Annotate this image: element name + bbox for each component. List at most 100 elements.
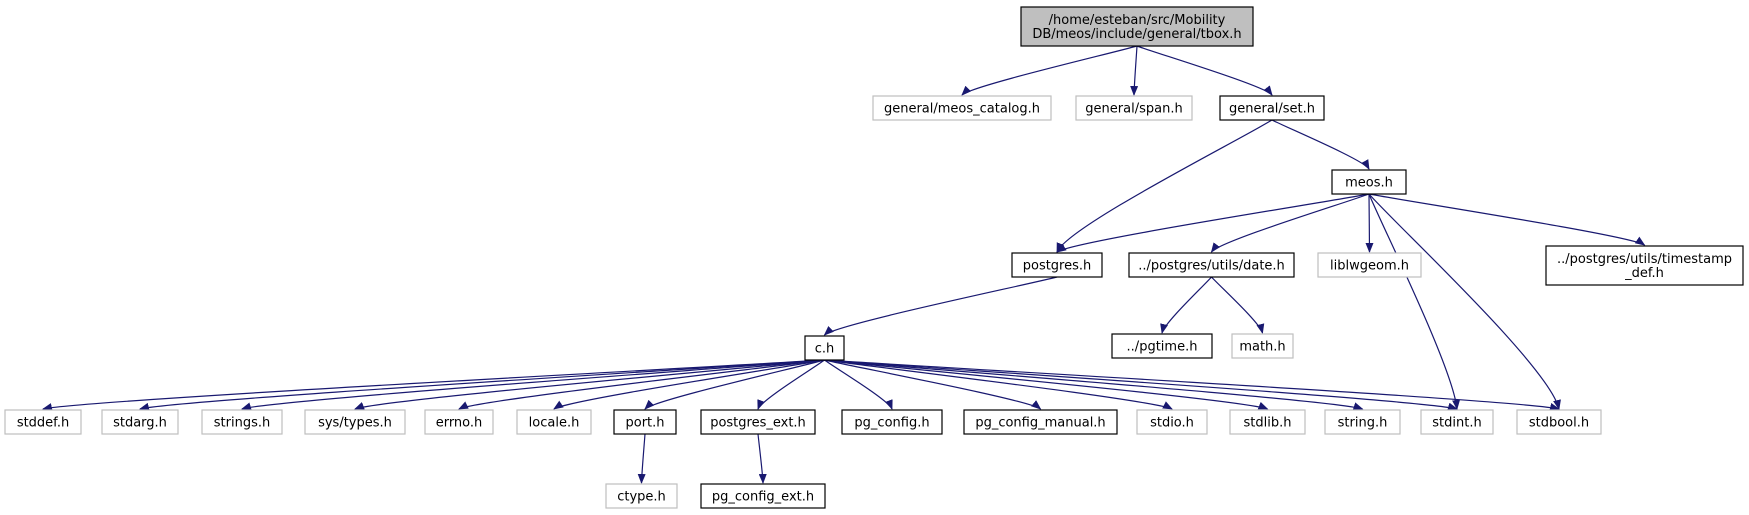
node-box-strings: [201, 409, 283, 435]
node-box-stdarg: [101, 409, 179, 435]
node-label-stdbool: stdbool.h: [1529, 416, 1589, 431]
node-math: math.h: [1231, 333, 1294, 359]
edge-c-to-string: [824, 359, 1364, 410]
node-box-stdbool: [1516, 409, 1602, 435]
edge-meos-to-stdbool: [1368, 193, 1561, 410]
node-systypes: sys/types.h: [304, 409, 406, 435]
node-label-stdlib: stdlib.h: [1244, 416, 1292, 431]
node-box-span: [1075, 95, 1193, 121]
node-label-pgtime: ../pgtime.h: [1127, 340, 1198, 355]
node-errno: errno.h: [424, 409, 494, 435]
node-box-liblwgeom: [1317, 252, 1422, 278]
node-box-date: [1128, 252, 1295, 278]
node-box-errno: [424, 409, 494, 435]
node-meos[interactable]: meos.h: [1331, 169, 1407, 195]
edge-c-to-postgres_ext: [757, 359, 825, 410]
edge-c-to-stdbool: [824, 359, 1560, 411]
node-locale: locale.h: [516, 409, 592, 435]
edge-c-to-stddef: [42, 359, 825, 411]
node-pg_config_manual[interactable]: pg_config_manual.h: [963, 409, 1118, 435]
node-label-date: ../postgres/utils/date.h: [1138, 259, 1285, 274]
edge-meos-to-liblwgeom: [1365, 193, 1374, 253]
node-box-stdint: [1420, 409, 1494, 435]
node-label-postgres_ext: postgres_ext.h: [710, 416, 806, 431]
edge-c-to-stdio: [824, 359, 1173, 410]
node-box-port: [613, 409, 677, 435]
node-set[interactable]: general/set.h: [1219, 95, 1325, 121]
node-box-ctype: [605, 483, 678, 509]
node-label-strings: strings.h: [214, 416, 270, 431]
node-box-pg_config: [841, 409, 943, 435]
node-pgtime[interactable]: ../pgtime.h: [1111, 333, 1213, 359]
node-stdint: stdint.h: [1420, 409, 1494, 435]
node-box-meos: [1331, 169, 1407, 195]
node-strings: strings.h: [201, 409, 283, 435]
edge-c-to-stdint: [824, 359, 1458, 411]
edges-layer: [42, 45, 1646, 484]
node-postgres_ext[interactable]: postgres_ext.h: [700, 409, 816, 435]
node-label-stdint: stdint.h: [1432, 416, 1481, 431]
node-box-c: [804, 335, 845, 361]
node-date[interactable]: ../postgres/utils/date.h: [1128, 252, 1295, 278]
node-timestamp_def[interactable]: ../postgres/utils/timestamp_def.h: [1545, 245, 1744, 286]
node-pg_config[interactable]: pg_config.h: [841, 409, 943, 435]
node-label-meos: meos.h: [1345, 176, 1393, 191]
node-label-errno: errno.h: [436, 416, 483, 431]
node-label-pg_config: pg_config.h: [854, 416, 929, 431]
edge-meos-to-postgres: [1056, 193, 1370, 253]
nodes-layer: /home/esteban/src/MobilityDB/meos/includ…: [4, 6, 1744, 509]
node-box-postgres_ext: [700, 409, 816, 435]
edge-c-to-pg_config: [824, 359, 893, 410]
node-box-timestamp_def: [1545, 245, 1744, 286]
node-label-port: port.h: [625, 416, 664, 431]
node-ctype: ctype.h: [605, 483, 678, 509]
node-stddef: stddef.h: [4, 409, 82, 435]
node-box-tbox: [1020, 6, 1254, 47]
edge-tbox-to-set: [1136, 45, 1273, 96]
node-meos_catalog: general/meos_catalog.h: [872, 95, 1052, 121]
node-label-c: c.h: [815, 342, 835, 357]
node-box-math: [1231, 333, 1294, 359]
node-box-stdio: [1136, 409, 1208, 435]
node-box-systypes: [304, 409, 406, 435]
edge-c-to-port: [644, 359, 825, 410]
node-label-tbox: DB/meos/include/general/tbox.h: [1032, 27, 1241, 42]
edge-meos-to-stdint: [1368, 193, 1461, 410]
node-label-ctype: ctype.h: [617, 490, 666, 505]
edge-c-to-strings: [241, 359, 825, 411]
node-c[interactable]: c.h: [804, 335, 845, 361]
node-pg_config_ext[interactable]: pg_config_ext.h: [700, 483, 826, 509]
node-box-set: [1219, 95, 1325, 121]
node-box-string: [1324, 409, 1401, 435]
node-postgres[interactable]: postgres.h: [1011, 252, 1103, 278]
node-label-stddef: stddef.h: [17, 416, 69, 431]
edge-c-to-errno: [458, 359, 825, 410]
edge-c-to-stdlib: [824, 359, 1269, 410]
edge-tbox-to-meos_catalog: [961, 45, 1138, 96]
node-label-postgres: postgres.h: [1023, 259, 1092, 274]
edge-meos-to-date: [1210, 193, 1370, 253]
edge-c-to-pg_config_manual: [824, 359, 1042, 410]
node-box-meos_catalog: [872, 95, 1052, 121]
node-liblwgeom: liblwgeom.h: [1317, 252, 1422, 278]
edge-tbox-to-span: [1130, 45, 1139, 96]
node-label-span: general/span.h: [1085, 102, 1182, 117]
node-label-meos_catalog: general/meos_catalog.h: [884, 102, 1040, 117]
edge-date-to-pgtime: [1160, 276, 1212, 334]
node-box-postgres: [1011, 252, 1103, 278]
node-label-tbox: /home/esteban/src/Mobility: [1049, 13, 1226, 28]
node-label-systypes: sys/types.h: [318, 416, 392, 431]
edge-postgres_ext-to-pg_config_ext: [757, 433, 767, 484]
node-port[interactable]: port.h: [613, 409, 677, 435]
node-tbox[interactable]: /home/esteban/src/MobilityDB/meos/includ…: [1020, 6, 1254, 47]
node-label-timestamp_def: _def.h: [1624, 266, 1664, 281]
edge-c-to-systypes: [354, 359, 825, 410]
node-stdlib: stdlib.h: [1229, 409, 1306, 435]
node-box-pg_config_ext: [700, 483, 826, 509]
node-label-liblwgeom: liblwgeom.h: [1330, 259, 1409, 274]
node-label-set: general/set.h: [1229, 102, 1315, 117]
node-box-pgtime: [1111, 333, 1213, 359]
node-label-pg_config_ext: pg_config_ext.h: [712, 490, 814, 505]
node-stdio: stdio.h: [1136, 409, 1208, 435]
